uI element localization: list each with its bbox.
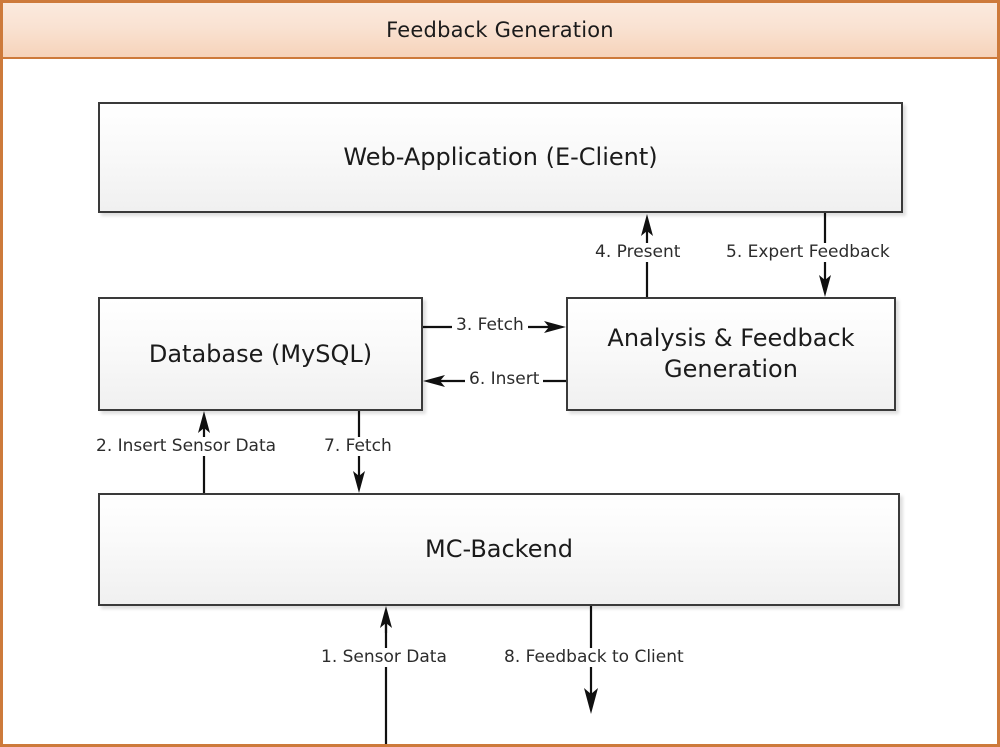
window-titlebar: Feedback Generation (3, 3, 997, 59)
edge-label-1-sensor-data: 1. Sensor Data (317, 648, 451, 667)
edge-1-sensor-data (380, 606, 392, 744)
node-database[interactable]: Database (MySQL) (98, 297, 423, 411)
node-label: Database (MySQL) (148, 339, 373, 368)
edge-label-7-fetch: 7. Fetch (320, 437, 396, 456)
edge-label-2-insert-sensor-data: 2. Insert Sensor Data (92, 437, 281, 456)
node-label: MC-Backend (425, 535, 573, 564)
edge-label-6-insert: 6. Insert (465, 370, 544, 389)
node-label: Web-Application (E-Client) (343, 143, 658, 172)
page-title: Feedback Generation (386, 18, 614, 42)
node-label: Analysis & Feedback Generation (607, 324, 855, 383)
node-mc-backend[interactable]: MC-Backend (98, 493, 900, 606)
edge-label-4-present: 4. Present (591, 243, 685, 262)
diagram-canvas: Web-Application (E-Client) Database (MyS… (3, 60, 997, 744)
node-web-application[interactable]: Web-Application (E-Client) (98, 102, 903, 213)
edge-label-5-expert-feedback: 5. Expert Feedback (722, 243, 894, 262)
edge-label-8-feedback-to-client: 8. Feedback to Client (500, 648, 688, 667)
edge-label-3-fetch: 3. Fetch (452, 316, 528, 335)
node-analysis-feedback-generation[interactable]: Analysis & Feedback Generation (566, 297, 896, 411)
